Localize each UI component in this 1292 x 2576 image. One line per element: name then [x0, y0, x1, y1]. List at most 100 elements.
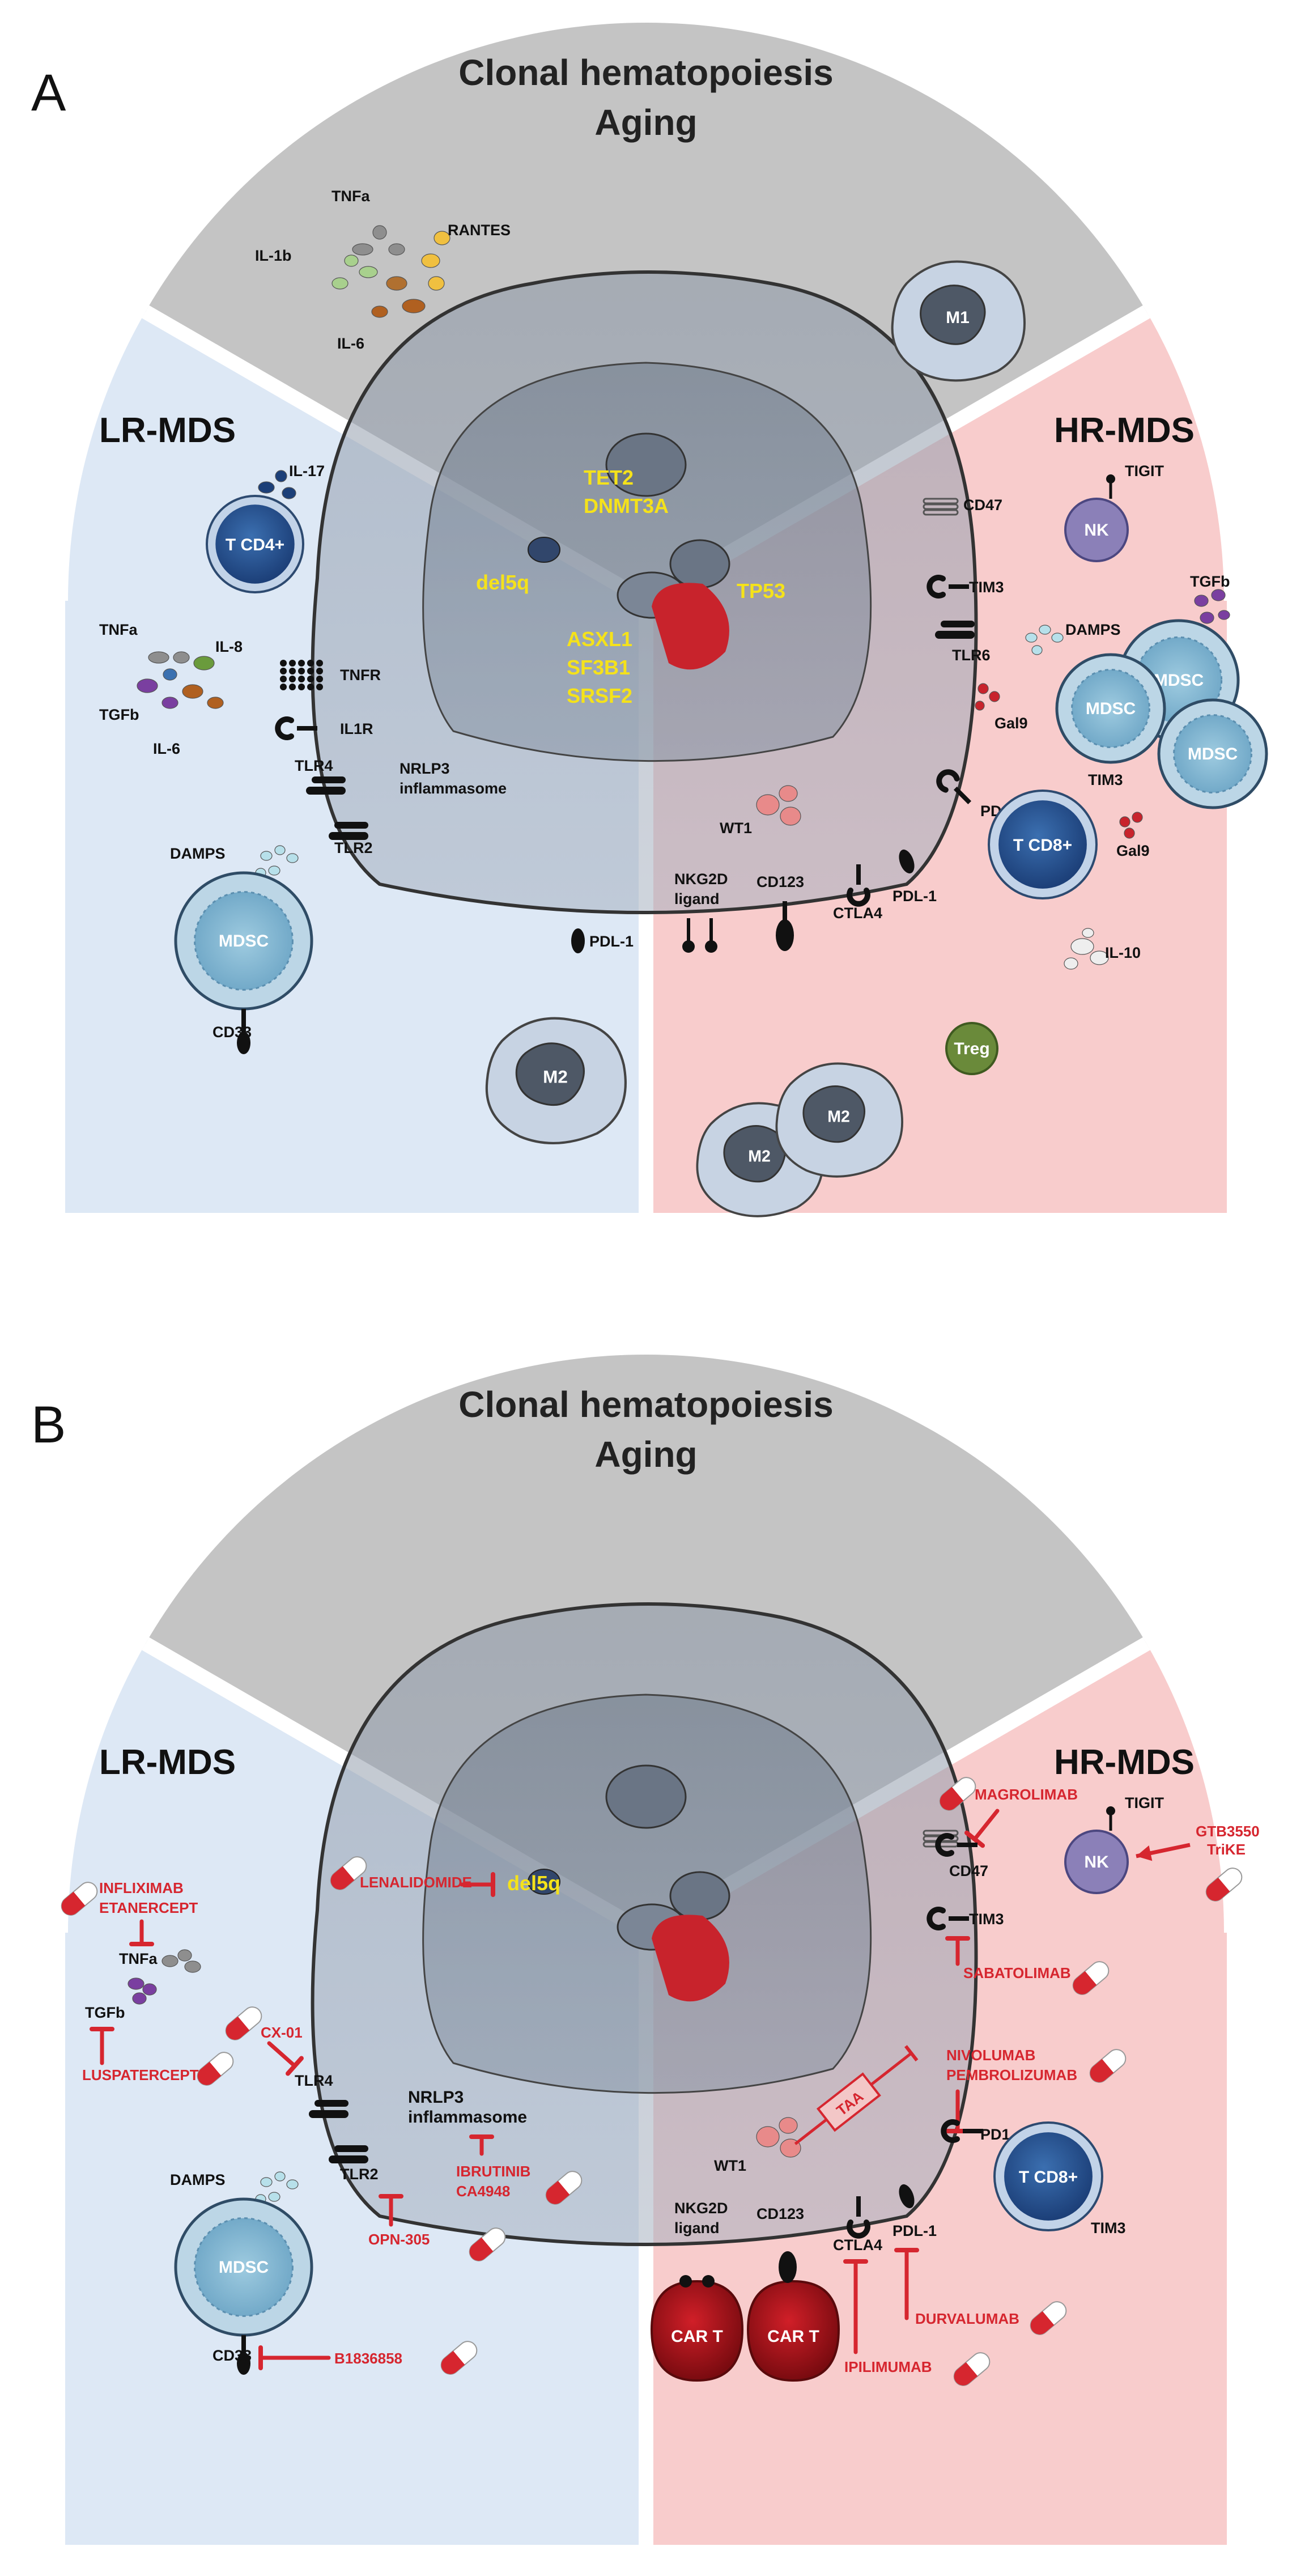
- drug-gtb3550: GTB3550: [1196, 1823, 1260, 1840]
- receptor-tigit: [1106, 474, 1115, 499]
- label-tim3-b: TIM3: [969, 1911, 1004, 1928]
- inhibit-cx01: [267, 2041, 304, 2076]
- macrophage-m1-label: M1: [946, 308, 970, 327]
- receptor-cd123: [776, 901, 794, 951]
- cell-car-t-1: CAR T: [650, 2280, 744, 2382]
- label-tlr6: TLR6: [952, 647, 991, 664]
- label-damps-b: DAMPS: [170, 2171, 226, 2188]
- title-clonal-hematopoiesis: Clonal hematopoiesis: [458, 52, 833, 93]
- car-t-receptors: [679, 2251, 797, 2288]
- cell-t-cd8-b: T CD8+: [993, 2121, 1103, 2231]
- receptor-tlr4: [306, 776, 346, 795]
- receptor-tlr6: [935, 621, 975, 639]
- gene-del5q: del5q: [476, 571, 529, 594]
- label-nkg2d-ligand: ligand: [674, 890, 720, 907]
- il10-dots: [1064, 928, 1109, 970]
- cell-mdsc-left-label: MDSC: [219, 932, 269, 950]
- damps-right: [1025, 625, 1064, 655]
- gene-tp53: TP53: [737, 579, 785, 602]
- drug-opn305: OPN-305: [368, 2231, 430, 2248]
- label-tim3: TIM3: [969, 579, 1004, 596]
- drug-trike: TriKE: [1207, 1841, 1246, 1858]
- label-tigit: TIGIT: [1125, 462, 1164, 479]
- cell-mdsc-right-3: MDSC: [1157, 698, 1268, 809]
- label-pdl1-b: PDL-1: [892, 2222, 937, 2239]
- label-wt1: WT1: [720, 820, 752, 837]
- tp53-blob: [652, 583, 729, 670]
- label-pdl1-right: PDL-1: [892, 888, 937, 905]
- title-clonal-hematopoiesis: Clonal hematopoiesis: [458, 1384, 833, 1425]
- inhibit-magrolimab: [964, 1809, 1000, 1848]
- label-tnfa-b: TNFa: [119, 1950, 158, 1967]
- drug-ibrutinib: IBRUTINIB: [456, 2163, 530, 2180]
- receptor-il1r: [275, 716, 317, 740]
- receptor-tlr2: [329, 822, 368, 840]
- tgfb-dots-right: [1194, 589, 1230, 624]
- label-tim3-cd8: TIM3: [1088, 771, 1123, 788]
- label-tgfb-left: TGFb: [99, 706, 139, 723]
- macrophage-m1: M1: [891, 260, 1026, 382]
- title-hr-mds: HR-MDS: [1054, 1743, 1195, 1782]
- drug-magrolimab: MAGROLIMAB: [975, 1786, 1078, 1803]
- cytokines-top: [332, 225, 450, 318]
- macrophage-m2-right-2-label: M2: [827, 1108, 850, 1126]
- label-wt1-b: WT1: [714, 2157, 746, 2174]
- label-inflammasome-b: inflammasome: [408, 2108, 527, 2127]
- gal9-dots: [975, 683, 1000, 711]
- drug-nivolumab: NIVOLUMAB: [946, 2047, 1035, 2064]
- cell-mdsc-b-label: MDSC: [219, 2258, 269, 2277]
- label-cd123-b: CD123: [756, 2205, 804, 2222]
- cell-mdsc-right-2: MDSC: [1055, 653, 1166, 764]
- label-tgfb-b: TGFb: [85, 2004, 125, 2021]
- label-il1r: IL1R: [340, 720, 373, 737]
- drug-ipilimumab: IPILIMUMAB: [844, 2358, 932, 2375]
- inhibit-durvalumab: [894, 2248, 919, 2320]
- panel-letter-b: B: [31, 1396, 66, 1454]
- receptor-cd33-b: [237, 2335, 250, 2375]
- receptor-cd47: [923, 498, 959, 516]
- macrophage-m2-right-1-label: M2: [748, 1148, 771, 1166]
- cell-car-t-2-label: CAR T: [767, 2327, 819, 2346]
- label-gal9-cd8: Gal9: [1116, 842, 1150, 859]
- cell-treg: Treg: [945, 1022, 998, 1075]
- label-nlrp3: NRLP3: [400, 760, 450, 777]
- tgfb-dots-b: [128, 1977, 157, 2005]
- label-damps-right: DAMPS: [1065, 621, 1121, 638]
- receptor-pd1: [936, 769, 972, 805]
- inhibit-sabatolimab: [945, 1936, 970, 1966]
- label-tigit-b: TIGIT: [1125, 1794, 1164, 1811]
- receptor-tlr4-b: [309, 2100, 348, 2118]
- inhibit-ibrutinib: [469, 2134, 494, 2156]
- cell-mdsc-right-3-label: MDSC: [1188, 745, 1238, 763]
- drug-infliximab: INFLIXIMAB: [99, 1879, 184, 1896]
- cell-car-t-1-label: CAR T: [671, 2327, 723, 2346]
- ligand-pdl1-left: [571, 928, 585, 953]
- receptor-pd1-b: [941, 2119, 983, 2143]
- inhibit-luspatercept: [90, 2027, 114, 2065]
- cell-t-cd8-b-label: T CD8+: [1019, 2168, 1078, 2187]
- cell-t-cd4-label: T CD4+: [226, 536, 284, 554]
- title-aging: Aging: [594, 1434, 697, 1475]
- receptor-tlr2-b: [329, 2145, 368, 2163]
- gene-asxl1: ASXL1: [567, 627, 632, 651]
- cell-nk-b: NK: [1064, 1830, 1129, 1894]
- gene-sf3b1: SF3B1: [567, 656, 630, 679]
- label-damps-left: DAMPS: [170, 845, 226, 862]
- panel-letter-a: A: [31, 64, 66, 122]
- inhibit-opn305: [379, 2194, 403, 2227]
- cell: [311, 1602, 978, 2246]
- label-il6-top: IL-6: [337, 335, 364, 352]
- label-nkg2d-ligand-b: ligand: [674, 2219, 720, 2237]
- receptor-ctla4: [847, 864, 870, 907]
- label-tnfa-left: TNFa: [99, 621, 138, 638]
- drug-etanercept: ETANERCEPT: [99, 1899, 198, 1916]
- label-gal9: Gal9: [994, 715, 1028, 732]
- inhibit-ipilimumab: [843, 2259, 868, 2354]
- cell-t-cd8: T CD8+: [988, 790, 1098, 899]
- drug-durvalumab: DURVALUMAB: [915, 2310, 1019, 2327]
- cell-nk-b-label: NK: [1084, 1853, 1109, 1871]
- taa-label: TAA: [794, 2045, 919, 2145]
- drug-pembrolizumab: PEMBROLIZUMAB: [946, 2066, 1077, 2083]
- cell-mdsc-b: MDSC: [174, 2197, 313, 2337]
